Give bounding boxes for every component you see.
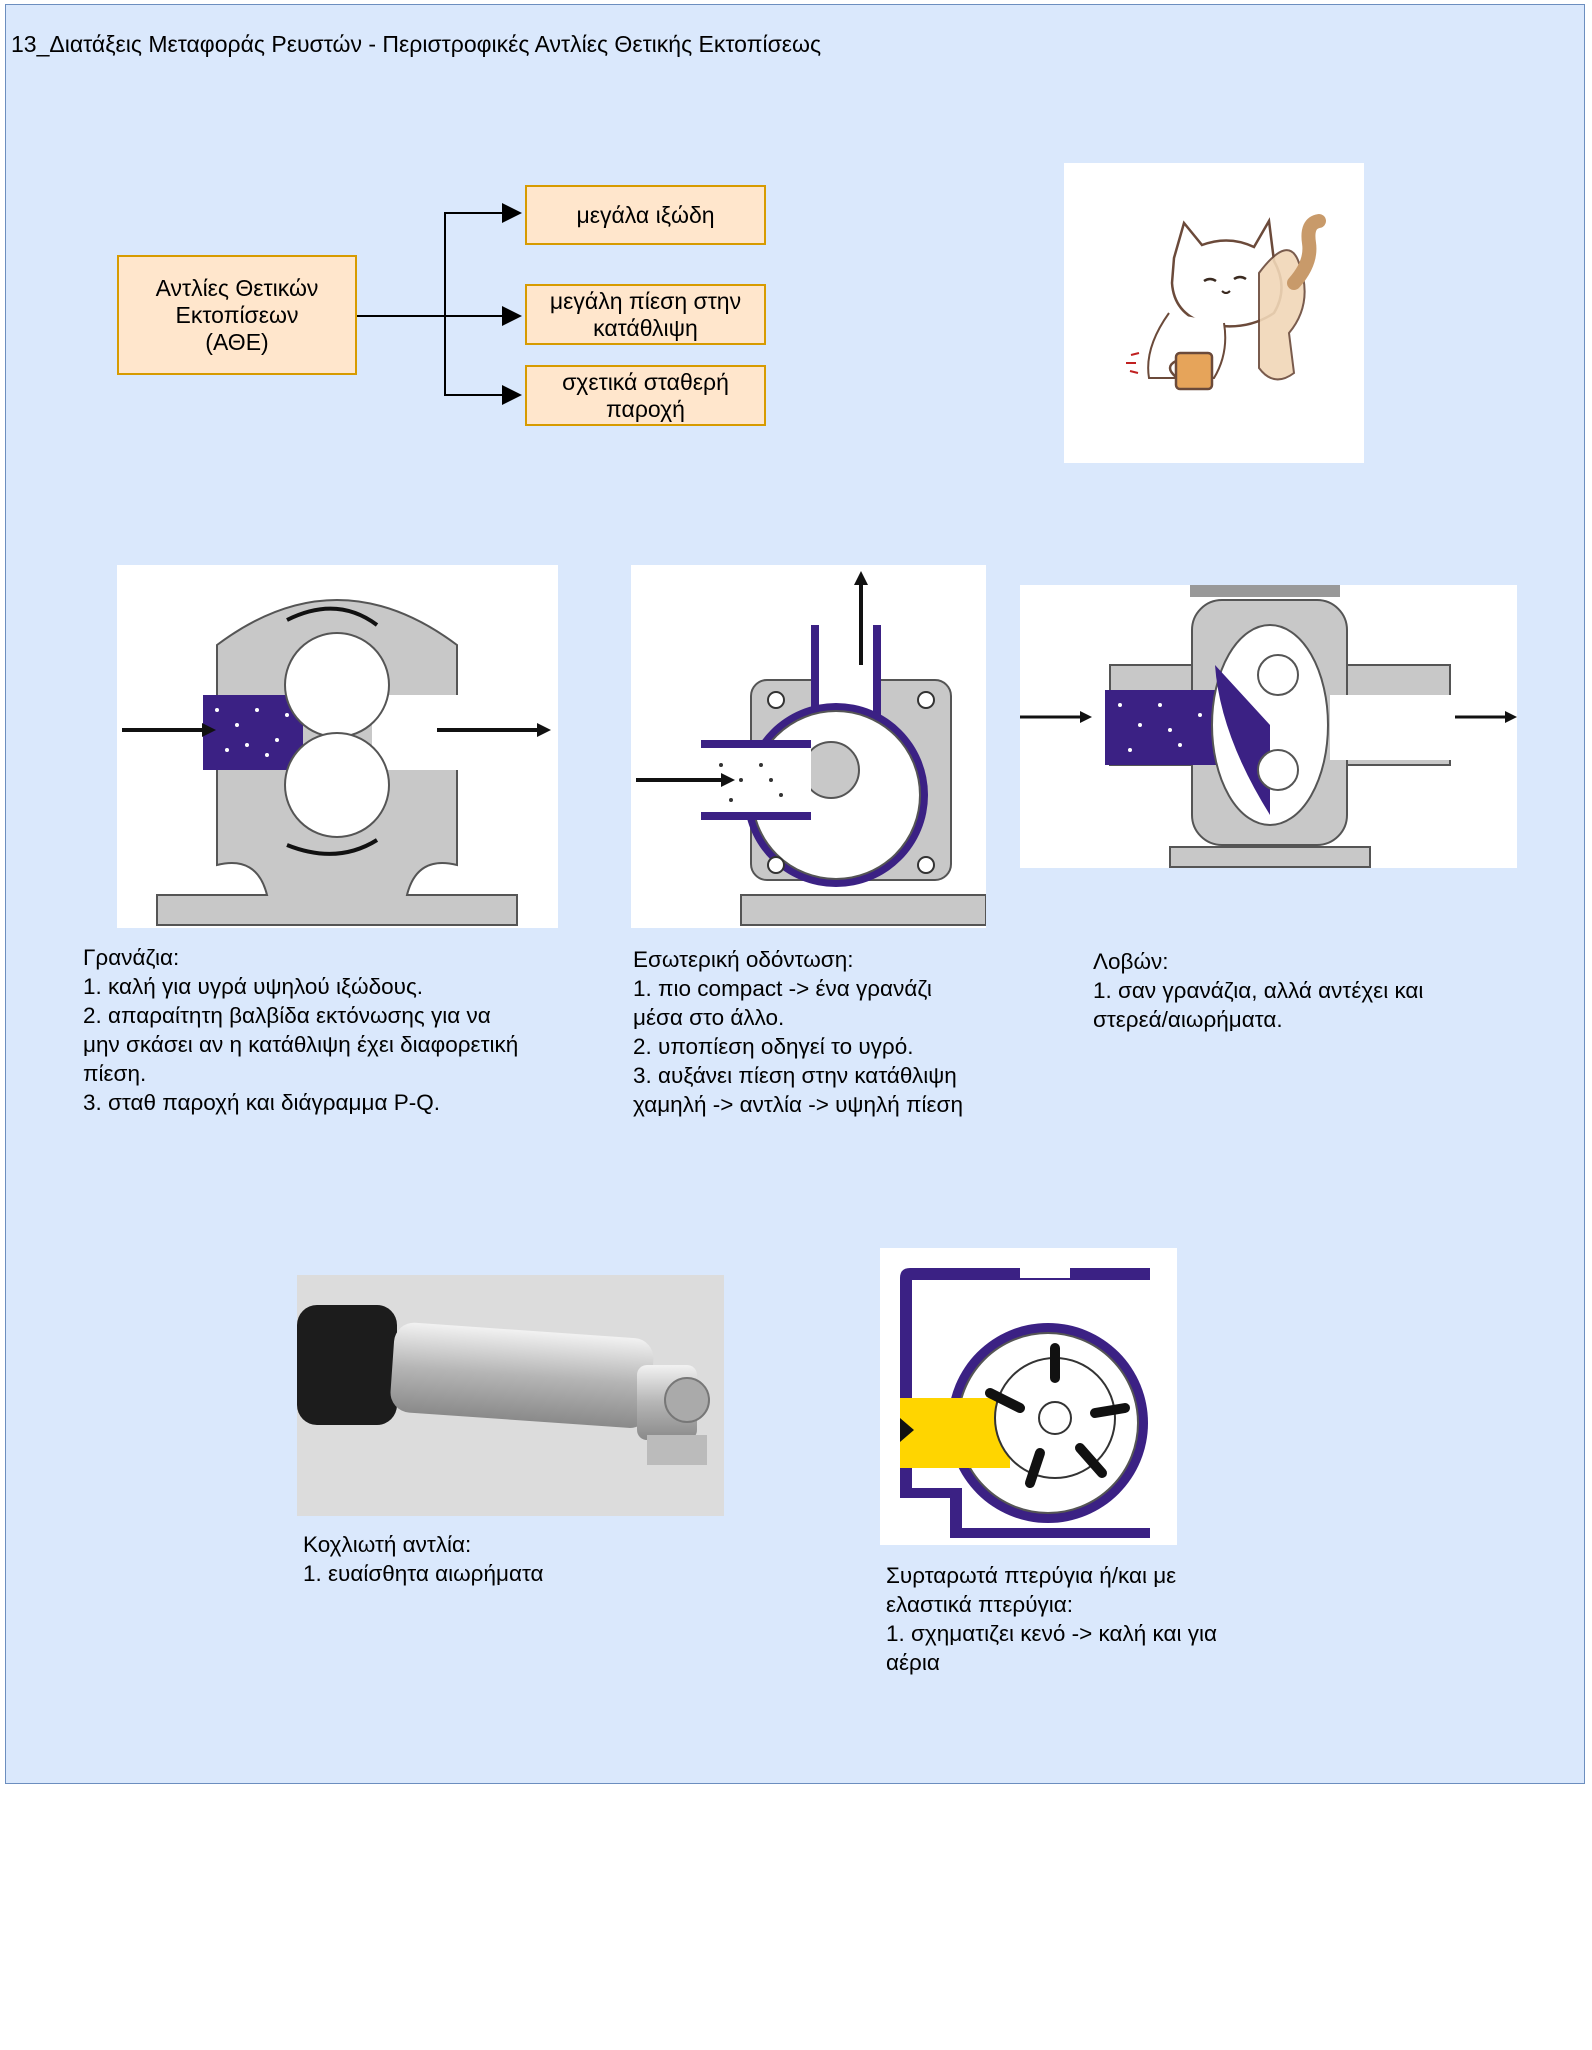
internal-gear-pump-diagram — [631, 565, 986, 928]
page-title: 13_Διατάξεις Μεταφοράς Ρευστών - Περιστρ… — [11, 31, 822, 57]
connector-arrows — [357, 203, 522, 405]
branch-node-pressure: μεγάλη πίεση στην κατάθλιψη — [525, 284, 766, 345]
gear-pump-note: Γρανάζια: 1. καλή για υγρά υψηλού ιξώδου… — [83, 945, 519, 1115]
root-node-label: Αντλίες Θετικών Εκτοπίσεων (ΑΘΕ) — [155, 274, 319, 355]
external-gear-pump-diagram — [117, 565, 558, 928]
connector-arrow-3 — [444, 316, 522, 405]
screw-pump-note: Κοχλιωτή αντλία: 1. ευαίσθητα αιωρήματα — [303, 1532, 544, 1586]
branch-label-pressure: μεγάλη πίεση στην κατάθλιψη — [549, 287, 742, 341]
branch-label-viscosity: μεγάλα ιξώδη — [576, 201, 715, 228]
vane-pump-note: Συρταρωτά πτερύγια ή/και με ελαστικά πτε… — [886, 1563, 1217, 1675]
cat-with-coffee-icon — [1064, 163, 1364, 463]
diagram-canvas: 13_Διατάξεις Μεταφοράς Ρευστών - Περιστρ… — [5, 4, 1585, 1784]
internal-gear-pump-note: Εσωτερική οδόντωση: 1. πιο compact -> έν… — [633, 947, 963, 1117]
screw-pump-photo — [297, 1275, 724, 1516]
branch-node-flow: σχετικά σταθερή παροχή — [525, 365, 766, 426]
branch-node-viscosity: μεγάλα ιξώδη — [525, 185, 766, 245]
root-node: Αντλίες Θετικών Εκτοπίσεων (ΑΘΕ) — [117, 255, 357, 375]
lobe-pump-diagram — [1020, 585, 1517, 868]
sliding-vane-pump-diagram — [880, 1248, 1177, 1545]
branch-label-flow: σχετικά σταθερή παροχή — [562, 368, 729, 422]
lobe-pump-note: Λοβών: 1. σαν γρανάζια, αλλά αντέχει και… — [1093, 949, 1424, 1032]
connector-arrow-1 — [444, 203, 522, 316]
